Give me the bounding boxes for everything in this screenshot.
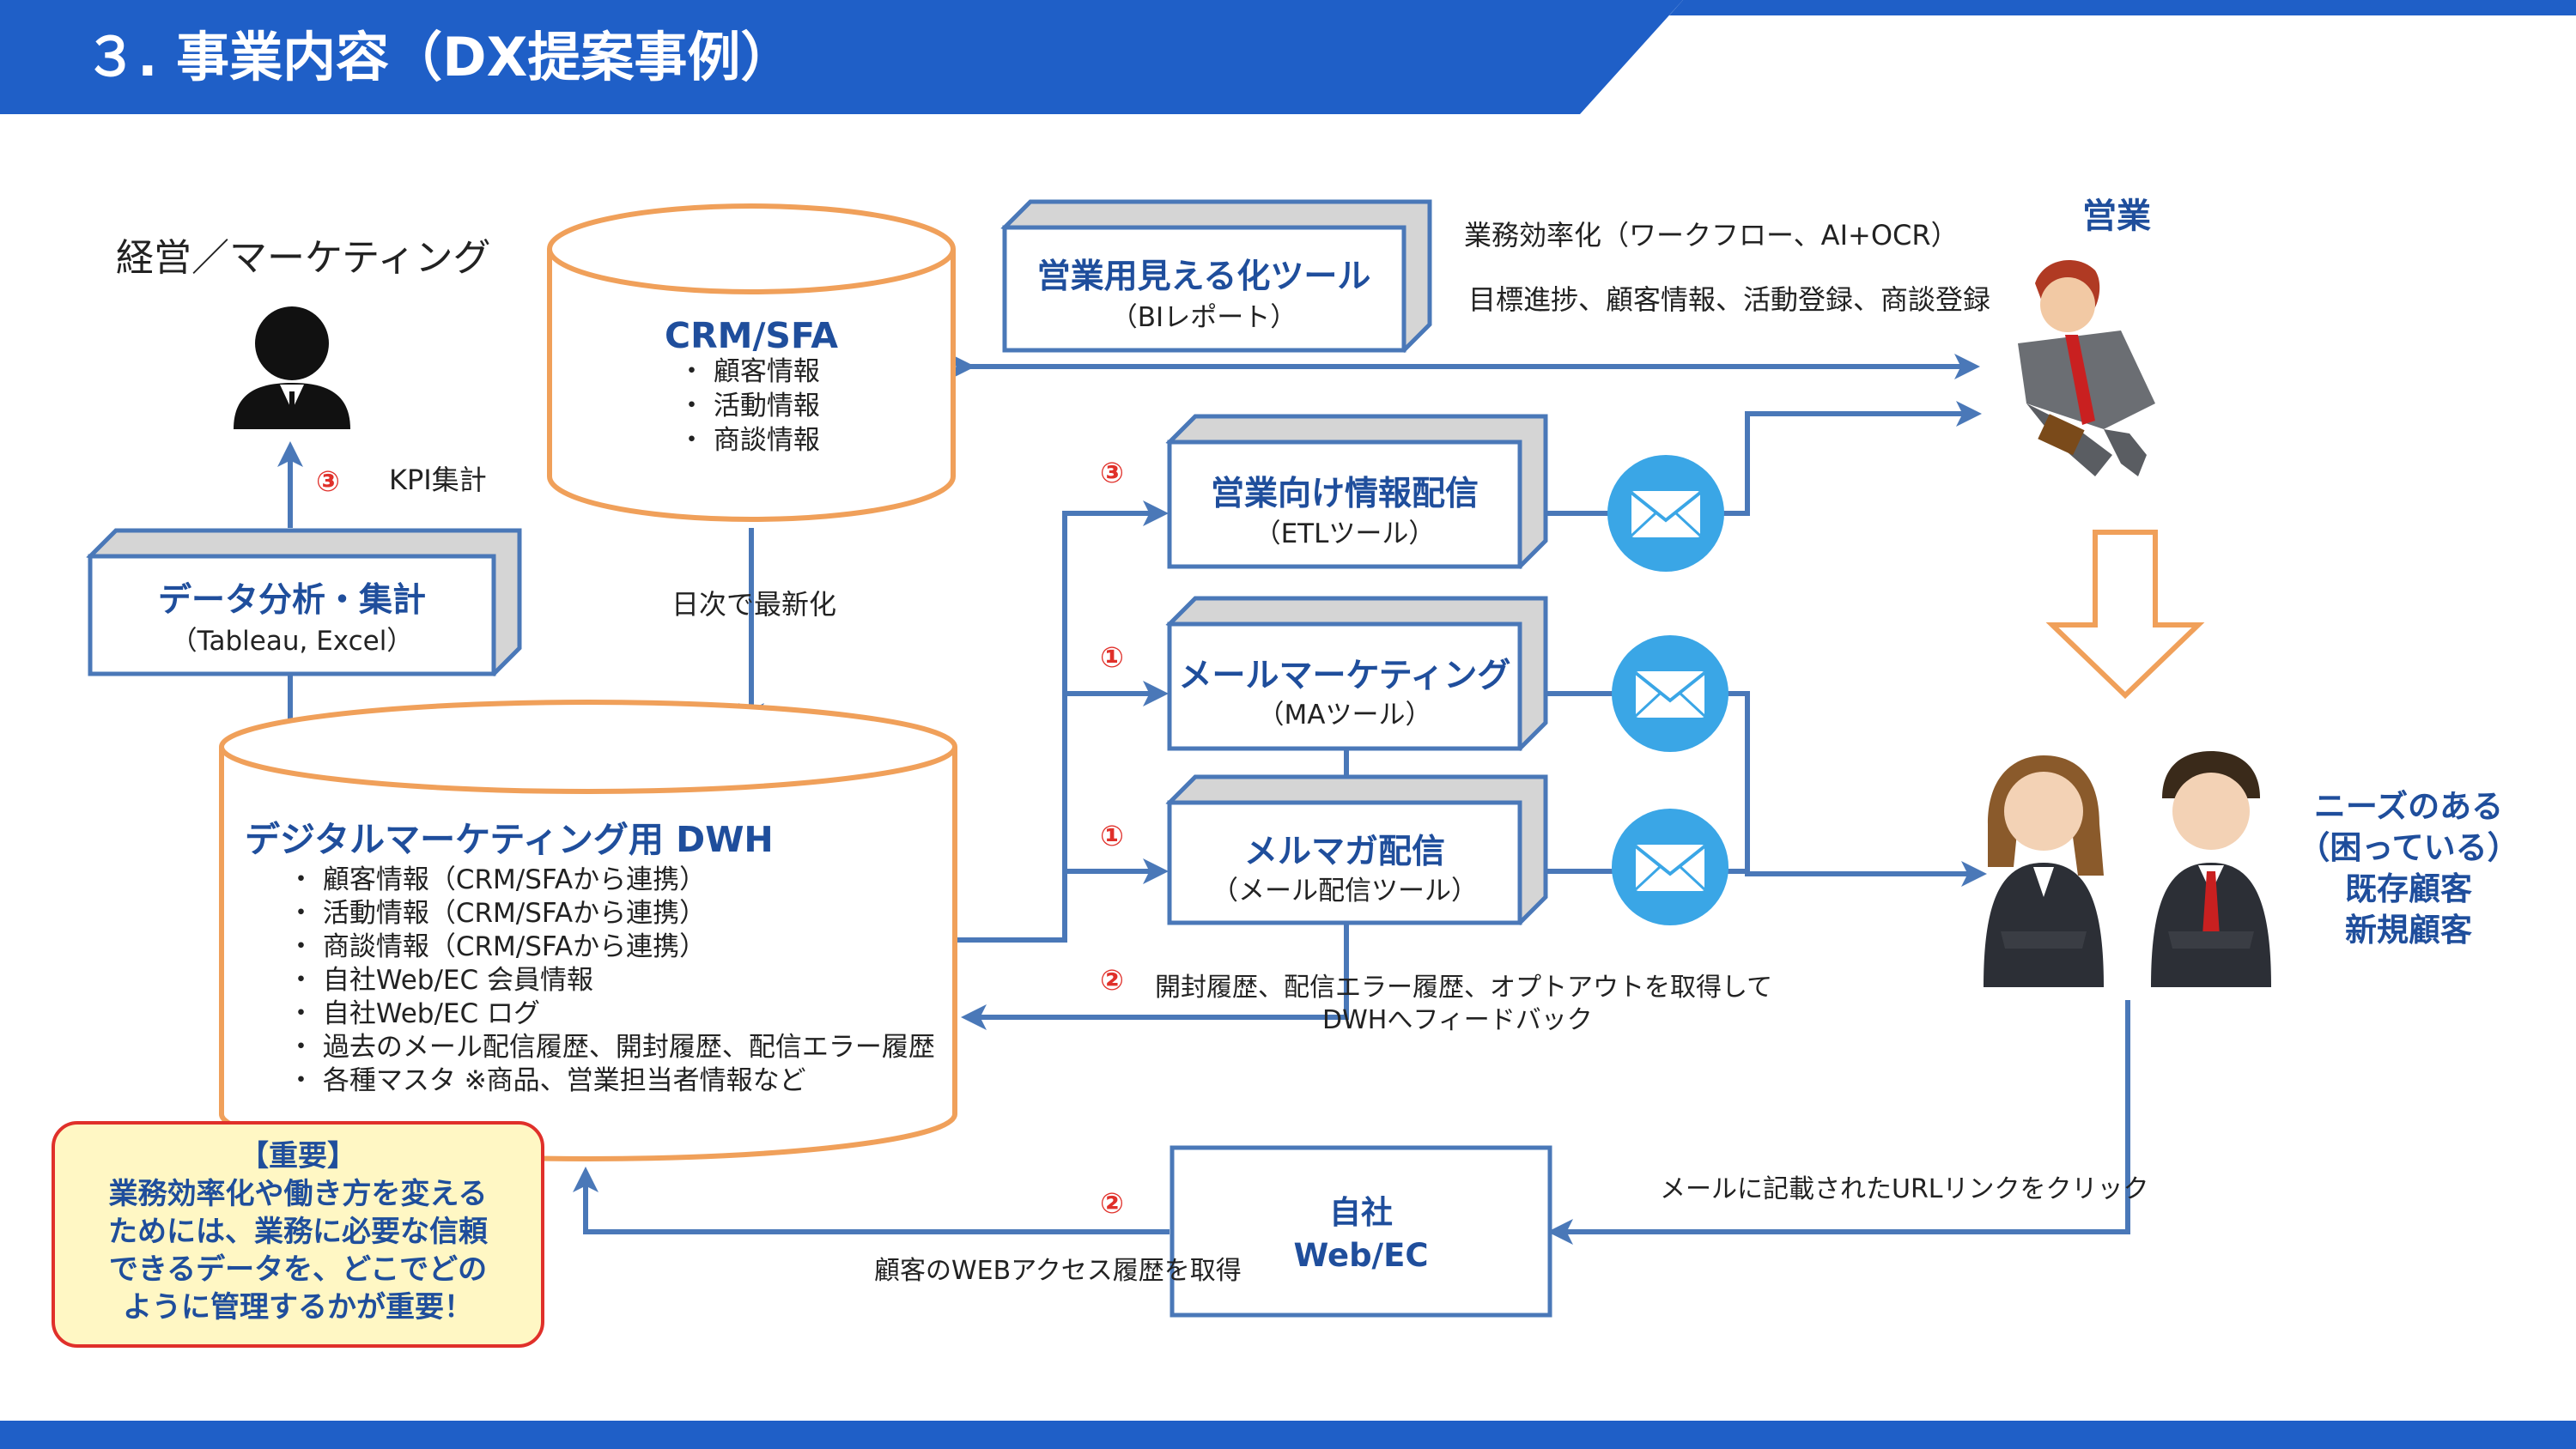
slide-title: ３. 事業内容（DX提案事例） — [84, 26, 793, 88]
important-line3: できるデータを、どこでどの — [109, 1252, 487, 1287]
arrow-mail-customers — [1722, 691, 1987, 887]
dwh-item: ・ 顧客情報（CRM/SFAから連携） — [288, 864, 706, 895]
web-access-label: 顧客のWEBアクセス履歴を取得 — [874, 1256, 1242, 1286]
dwh-item: ・ 自社Web/EC 会員情報 — [288, 965, 593, 996]
bi-tool-title: 営業用見える化ツール — [1037, 258, 1371, 296]
marker-3: ③ — [1100, 456, 1124, 489]
goals-label: 目標進捗、顧客情報、活動登録、商談登録 — [1468, 283, 1990, 316]
customer-labels: ニーズのある （困っている） 既存顧客 新規顧客 — [2298, 788, 2518, 949]
marker-2: ② — [1100, 963, 1124, 997]
web-ec-line2: Web/EC — [1293, 1237, 1428, 1274]
crm-item: ・ 商談情報 — [678, 425, 820, 456]
email-marketing-title: メールマーケティング — [1179, 657, 1511, 695]
analysis-box: データ分析・集計 （Tableau, Excel） — [86, 528, 522, 676]
dwh-item: ・ 自社Web/EC ログ — [288, 998, 540, 1029]
important-head: 【重要】 — [240, 1139, 356, 1173]
arrow-mail-sales — [1722, 401, 1982, 516]
efficiency-label: 業務効率化（ワークフロー、AI+OCR） — [1464, 219, 1959, 252]
customer-line2: （困っている） — [2298, 829, 2518, 866]
analysis-sub: （Tableau, Excel） — [171, 626, 414, 657]
crm-title: CRM/SFA — [665, 315, 838, 356]
customer-female-icon — [1984, 755, 2104, 987]
arrow-web-dwh — [573, 1167, 1170, 1234]
dwh-item: ・ 商談情報（CRM/SFAから連携） — [288, 931, 706, 962]
customer-line3: 既存顧客 — [2345, 870, 2472, 907]
footer-band — [0, 1421, 2576, 1449]
dwh-item: ・ 活動情報（CRM/SFAから連携） — [288, 898, 706, 929]
management-label: 経営／マーケティング — [116, 236, 490, 280]
sales-delivery-title: 営業向け情報配信 — [1211, 475, 1479, 513]
marker-1: ① — [1100, 819, 1124, 852]
email-marketing-box: メールマーケティング （MAツール） — [1165, 596, 1548, 751]
arrow-customers-web — [1547, 1000, 2130, 1245]
important-line2: ためには、業務に必要な信頼 — [108, 1215, 489, 1249]
crm-item: ・ 顧客情報 — [678, 356, 820, 387]
newsletter-title: メルマガ配信 — [1244, 833, 1445, 871]
important-note: 【重要】 業務効率化や働き方を変える ためには、業務に必要な信頼 できるデータを… — [52, 1121, 544, 1348]
dwh-title: デジタルマーケティング用 DWH — [245, 819, 774, 860]
newsletter-box: メルマガ配信 （メール配信ツール） — [1165, 774, 1548, 925]
bi-tool-sub: （BIレポート） — [1111, 302, 1297, 333]
mail-icon — [1607, 455, 1724, 572]
mail-icon — [1612, 809, 1728, 925]
important-line1: 業務効率化や働き方を変える — [109, 1177, 488, 1211]
title-banner: ３. 事業内容（DX提案事例） — [0, 0, 2576, 114]
crm-database: CRM/SFA ・ 顧客情報 ・ 活動情報 ・ 商談情報 — [547, 203, 956, 522]
feedback-label-line1: 開封履歴、配信エラー履歴、オプトアウトを取得して — [1155, 973, 1772, 1003]
sales-label: 営業 — [2082, 197, 2151, 236]
bi-tool-box: 営業用見える化ツール （BIレポート） — [1000, 199, 1432, 353]
crm-item: ・ 活動情報 — [678, 391, 820, 421]
web-ec-box: 自社 Web/EC — [1170, 1145, 1552, 1318]
newsletter-sub: （メール配信ツール） — [1212, 876, 1478, 906]
person-icon — [234, 306, 350, 429]
customer-line1: ニーズのある — [2314, 788, 2503, 825]
important-line4: ように管理するかが重要！ — [123, 1290, 473, 1325]
url-click-label: メールに記載されたURLリンクをクリック — [1660, 1174, 2149, 1204]
sales-delivery-box: 営業向け情報配信 （ETLツール） — [1165, 414, 1548, 569]
feedback-label-line2: DWHへフィードバック — [1322, 1005, 1593, 1035]
analysis-title: データ分析・集計 — [158, 581, 426, 620]
dwh-item: ・ 各種マスタ ※商品、営業担当者情報など — [288, 1065, 806, 1096]
marker-1: ① — [1100, 640, 1124, 674]
kpi-label: KPI集計 — [389, 464, 487, 496]
customer-line4: 新規顧客 — [2345, 912, 2472, 949]
email-marketing-sub: （MAツール） — [1258, 700, 1432, 731]
daily-update-label: 日次で最新化 — [671, 588, 836, 621]
arrow-dwh-sales-delivery — [955, 500, 1169, 943]
arrow-feedback-dwh — [961, 923, 1349, 1030]
down-arrow-icon — [2045, 530, 2205, 700]
mail-icon — [1612, 635, 1728, 752]
sales-delivery-sub: （ETLツール） — [1255, 518, 1436, 549]
marker-3: ③ — [316, 464, 340, 498]
customer-male-icon — [2151, 751, 2271, 987]
connectors — [277, 354, 2130, 1245]
dwh-database: デジタルマーケティング用 DWH ・ 顧客情報（CRM/SFAから連携） ・ 活… — [219, 700, 957, 1161]
marker-2: ② — [1100, 1186, 1124, 1220]
dwh-item: ・ 過去のメール配信履歴、開封履歴、配信エラー履歴 — [288, 1032, 935, 1063]
salesperson-icon — [2018, 260, 2155, 476]
web-ec-line1: 自社 — [1329, 1194, 1393, 1231]
